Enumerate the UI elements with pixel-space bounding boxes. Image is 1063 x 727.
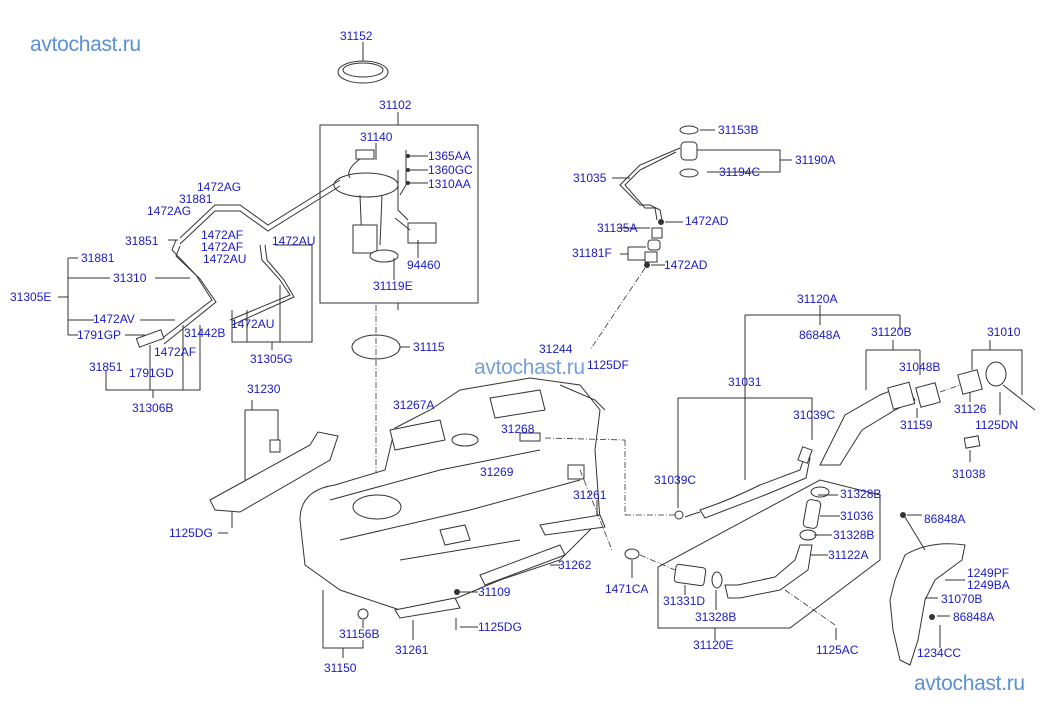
part-label-1472AU[interactable]: 1472AU — [231, 317, 275, 331]
part-label-1791GD[interactable]: 1791GD — [129, 366, 174, 380]
part-label-1472AD[interactable]: 1472AD — [664, 258, 708, 272]
part-label-31122A[interactable]: 31122A — [828, 548, 869, 562]
part-label-31156B[interactable]: 31156B — [339, 627, 380, 641]
part-label-1249PF[interactable]: 1249PF — [967, 566, 1010, 580]
part-label-31230[interactable]: 31230 — [247, 382, 281, 396]
part-label-31881[interactable]: 31881 — [179, 192, 213, 206]
part-label-31331D[interactable]: 31331D — [663, 594, 706, 608]
part-label-31262[interactable]: 31262 — [558, 558, 592, 572]
tank-straps — [322, 500, 606, 658]
lock-ring-part — [337, 42, 389, 84]
part-label-86848A[interactable]: 86848A — [953, 610, 995, 624]
part-label-31120A[interactable]: 31120A — [797, 292, 838, 306]
part-label-31035[interactable]: 31035 — [573, 171, 607, 185]
part-label-1310AA[interactable]: 1310AA — [428, 177, 471, 191]
watermark: avtochast.ru — [474, 356, 585, 379]
part-label-31881[interactable]: 31881 — [81, 251, 115, 265]
part-label-31851[interactable]: 31851 — [125, 234, 159, 248]
part-label-31328B[interactable]: 31328B — [695, 610, 737, 624]
part-label-1360GC[interactable]: 1360GC — [428, 163, 473, 177]
part-label-31153B[interactable]: 31153B — [718, 123, 759, 137]
fuel-pump-module-box — [319, 112, 479, 310]
part-label-31305E[interactable]: 31305E — [10, 290, 52, 304]
part-label-1125AC[interactable]: 1125AC — [816, 643, 859, 657]
part-label-31268[interactable]: 31268 — [501, 422, 535, 436]
part-label-1472AU[interactable]: 1472AU — [203, 252, 247, 266]
part-label-1125DG[interactable]: 1125DG — [169, 526, 213, 540]
part-label-1472AF[interactable]: 1472AF — [201, 228, 244, 242]
bracket-part — [209, 400, 339, 534]
part-label-1249BA[interactable]: 1249BA — [967, 578, 1010, 592]
part-label-31102[interactable]: 31102 — [379, 98, 412, 112]
part-label-31328B[interactable]: 31328B — [840, 487, 882, 501]
part-label-31442B[interactable]: 31442B — [184, 326, 226, 340]
lower-hose-group — [579, 469, 881, 640]
part-label-1472AG[interactable]: 1472AG — [147, 204, 192, 218]
part-label-31119E[interactable]: 31119E — [373, 279, 413, 293]
part-label-31194C[interactable]: 31194C — [719, 165, 761, 179]
part-label-1472AF[interactable]: 1472AF — [154, 345, 197, 359]
part-label-1125DG[interactable]: 1125DG — [478, 620, 522, 634]
part-label-31152[interactable]: 31152 — [340, 29, 373, 43]
part-label-31181F[interactable]: 31181F — [572, 246, 612, 260]
part-label-31269[interactable]: 31269 — [480, 465, 514, 479]
part-label-1472AG[interactable]: 1472AG — [197, 180, 242, 194]
part-label-31150[interactable]: 31150 — [324, 661, 357, 675]
part-label-1791GP[interactable]: 1791GP — [77, 328, 122, 342]
watermark: avtochast.ru — [30, 33, 141, 56]
part-label-31261[interactable]: 31261 — [395, 643, 429, 657]
part-label-31261[interactable]: 31261 — [573, 488, 607, 502]
part-label-31140[interactable]: 31140 — [360, 130, 393, 144]
part-label-1472AF[interactable]: 1472AF — [201, 240, 244, 254]
part-label-1471CA[interactable]: 1471CA — [605, 582, 649, 596]
part-label-31244[interactable]: 31244 — [539, 342, 573, 356]
part-label-31120B[interactable]: 31120B — [871, 325, 912, 339]
part-label-1472AV[interactable]: 1472AV — [93, 312, 135, 326]
part-label-31115[interactable]: 31115 — [413, 340, 445, 354]
part-label-1125DN[interactable]: 1125DN — [975, 418, 1019, 432]
part-label-1365AA[interactable]: 1365AA — [428, 149, 471, 163]
part-label-31190A[interactable]: 31190A — [795, 153, 836, 167]
part-label-31120E[interactable]: 31120E — [693, 638, 734, 652]
part-label-31070B[interactable]: 31070B — [941, 592, 983, 606]
part-label-31039C[interactable]: 31039C — [654, 473, 697, 487]
part-label-1472AU[interactable]: 1472AU — [272, 234, 316, 248]
part-label-31038[interactable]: 31038 — [952, 467, 986, 481]
part-label-31159[interactable]: 31159 — [900, 418, 933, 432]
gasket-part — [351, 305, 410, 505]
part-label-31109[interactable]: 31109 — [478, 585, 511, 599]
part-label-31305G[interactable]: 31305G — [250, 352, 293, 366]
part-label-31039C[interactable]: 31039C — [793, 408, 836, 422]
part-label-86848A[interactable]: 86848A — [799, 328, 841, 342]
part-label-31031[interactable]: 31031 — [728, 375, 762, 389]
part-label-86848A[interactable]: 86848A — [924, 512, 966, 526]
part-label-31306B[interactable]: 31306B — [132, 401, 174, 415]
part-label-31048B[interactable]: 31048B — [899, 360, 941, 374]
part-label-31851[interactable]: 31851 — [89, 360, 123, 374]
part-label-31310[interactable]: 31310 — [113, 271, 147, 285]
watermark: avtochast.ru — [914, 672, 1025, 695]
part-label-1234CC[interactable]: 1234CC — [917, 646, 962, 660]
part-label-31267A[interactable]: 31267A — [393, 398, 435, 412]
filler-neck-assembly — [544, 305, 1036, 520]
part-label-31036[interactable]: 31036 — [840, 509, 874, 523]
part-label-31328B[interactable]: 31328B — [833, 528, 875, 542]
breather-pipe — [589, 125, 792, 351]
part-label-31126[interactable]: 31126 — [954, 402, 987, 416]
fuel-tank-body — [299, 377, 606, 611]
part-label-31010[interactable]: 31010 — [987, 325, 1021, 339]
part-label-1472AD[interactable]: 1472AD — [685, 214, 729, 228]
wheel-liner-part — [889, 512, 966, 666]
part-label-94460[interactable]: 94460 — [407, 258, 441, 272]
fuel-lines — [58, 179, 341, 398]
part-label-31135A[interactable]: 31135A — [597, 221, 638, 235]
part-label-1125DF[interactable]: 1125DF — [587, 358, 629, 372]
